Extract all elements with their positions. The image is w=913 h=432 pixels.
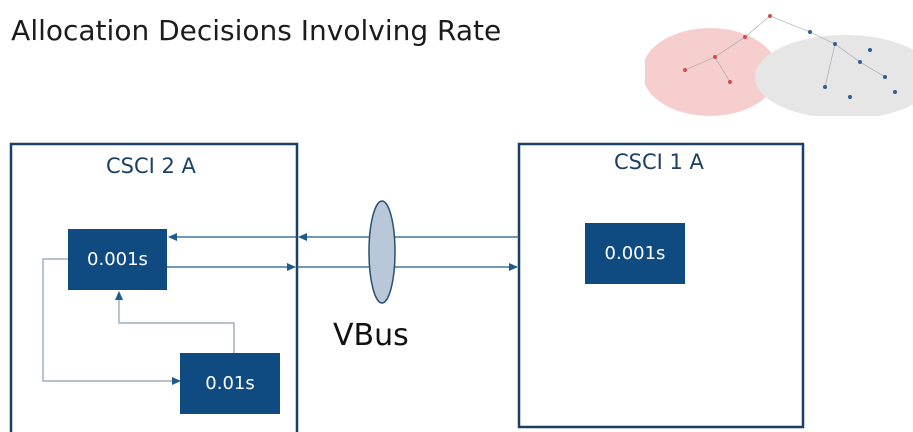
csci-2a-frame — [9, 142, 299, 432]
loop-slow-to-fast — [115, 291, 235, 353]
loop-fast-to-slow — [42, 258, 181, 385]
vbus-label: VBus — [333, 318, 409, 353]
csci-1a-frame — [517, 142, 805, 429]
task-box-fast: 0.001s — [68, 229, 167, 290]
vbus-lens — [368, 200, 396, 304]
slide-title: I Allocation Decisions Involving Rate — [0, 14, 502, 47]
csci-1a-title: CSCI 1 A — [614, 150, 704, 174]
task-box-slow: 0.01s — [180, 353, 280, 414]
csci-2a-title: CSCI 2 A — [106, 154, 196, 178]
task-box-csci-1a: 0.001s — [585, 223, 685, 284]
concept-map-thumbnail — [645, 14, 913, 116]
